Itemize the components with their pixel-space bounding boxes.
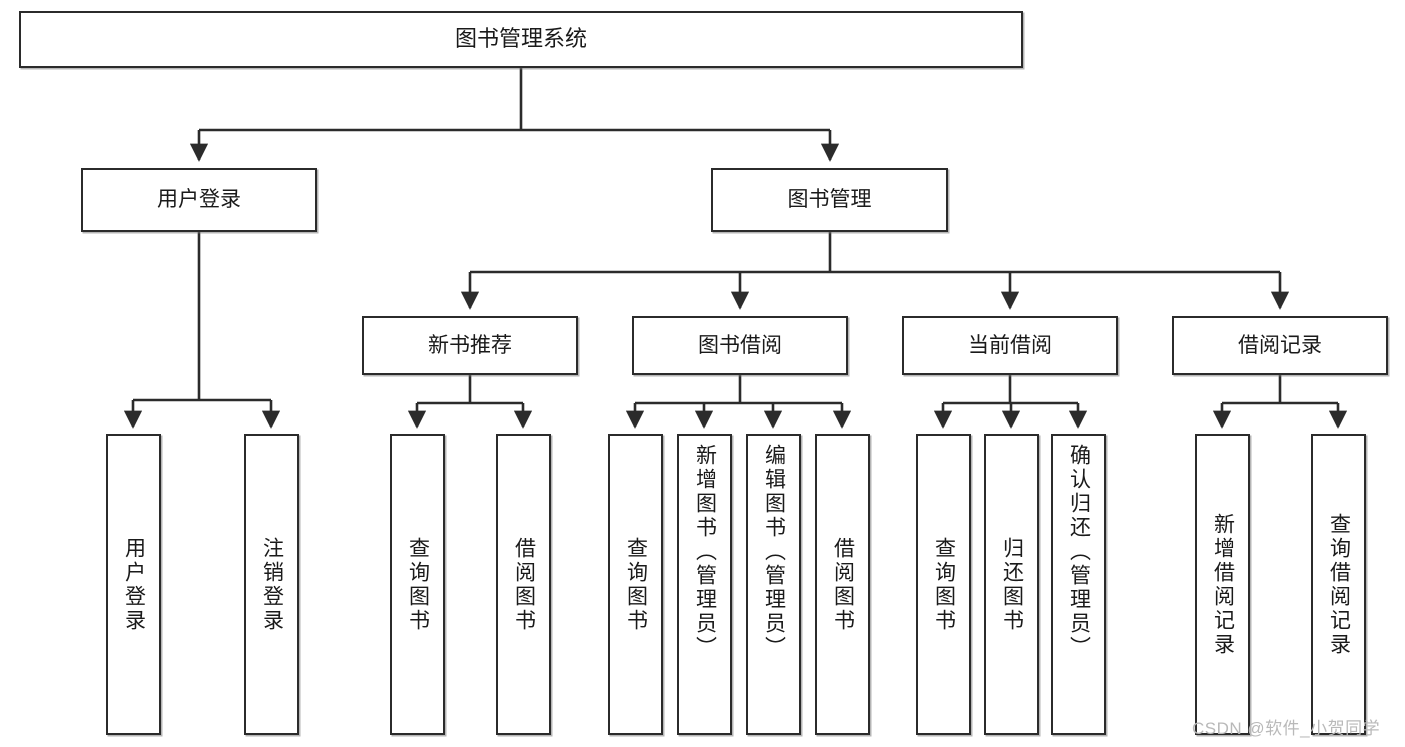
node-label: 编辑图书（管理员） bbox=[762, 444, 786, 660]
leaf-user-login-logout[interactable]: 注销登录 bbox=[244, 434, 299, 735]
node-label: 查询图书 bbox=[624, 536, 648, 633]
node-label: 查询借阅记录 bbox=[1327, 512, 1351, 657]
node-label: 新书推荐 bbox=[428, 333, 512, 357]
node-label: 用户登录 bbox=[122, 536, 146, 633]
node-label: 查询图书 bbox=[932, 536, 956, 633]
leaf-recommend-query-book[interactable]: 查询图书 bbox=[390, 434, 445, 735]
node-label: 借阅图书 bbox=[831, 536, 855, 633]
leaf-borrow-edit-book-admin[interactable]: 编辑图书（管理员） bbox=[746, 434, 801, 735]
node-current-borrow[interactable]: 当前借阅 bbox=[902, 316, 1118, 375]
node-label: 用户登录 bbox=[157, 188, 241, 212]
leaf-borrow-add-book-admin[interactable]: 新增图书（管理员） bbox=[677, 434, 732, 735]
node-label: 新增图书（管理员） bbox=[693, 444, 717, 660]
node-label: 图书管理 bbox=[787, 188, 872, 212]
node-label: 归还图书 bbox=[1000, 536, 1024, 633]
node-label: 新增借阅记录 bbox=[1211, 512, 1235, 657]
node-borrow-record[interactable]: 借阅记录 bbox=[1172, 316, 1388, 375]
node-label: 确认归还（管理员） bbox=[1067, 444, 1091, 660]
node-book-management[interactable]: 图书管理 bbox=[711, 168, 948, 232]
node-user-login[interactable]: 用户登录 bbox=[81, 168, 317, 232]
node-new-book-recommend[interactable]: 新书推荐 bbox=[362, 316, 578, 375]
leaf-user-login-login[interactable]: 用户登录 bbox=[106, 434, 161, 735]
leaf-current-return-book[interactable]: 归还图书 bbox=[984, 434, 1039, 735]
leaf-current-query-book[interactable]: 查询图书 bbox=[916, 434, 971, 735]
node-label: 图书借阅 bbox=[698, 333, 782, 357]
leaf-record-query-record[interactable]: 查询借阅记录 bbox=[1311, 434, 1366, 735]
leaf-record-add-record[interactable]: 新增借阅记录 bbox=[1195, 434, 1250, 735]
node-label: 图书管理系统 bbox=[454, 26, 587, 52]
node-label: 借阅记录 bbox=[1238, 333, 1322, 357]
node-root-system[interactable]: 图书管理系统 bbox=[19, 11, 1023, 68]
node-label: 借阅图书 bbox=[512, 536, 536, 633]
leaf-current-confirm-return-admin[interactable]: 确认归还（管理员） bbox=[1051, 434, 1106, 735]
node-book-borrow[interactable]: 图书借阅 bbox=[632, 316, 848, 375]
node-label: 当前借阅 bbox=[968, 333, 1052, 357]
leaf-borrow-query-book[interactable]: 查询图书 bbox=[608, 434, 663, 735]
leaf-borrow-borrow-book[interactable]: 借阅图书 bbox=[815, 434, 870, 735]
leaf-recommend-borrow-book[interactable]: 借阅图书 bbox=[496, 434, 551, 735]
node-label: 查询图书 bbox=[406, 536, 430, 633]
node-label: 注销登录 bbox=[260, 536, 284, 633]
watermark-text: CSDN @软件_小贺同学 bbox=[1192, 719, 1381, 738]
